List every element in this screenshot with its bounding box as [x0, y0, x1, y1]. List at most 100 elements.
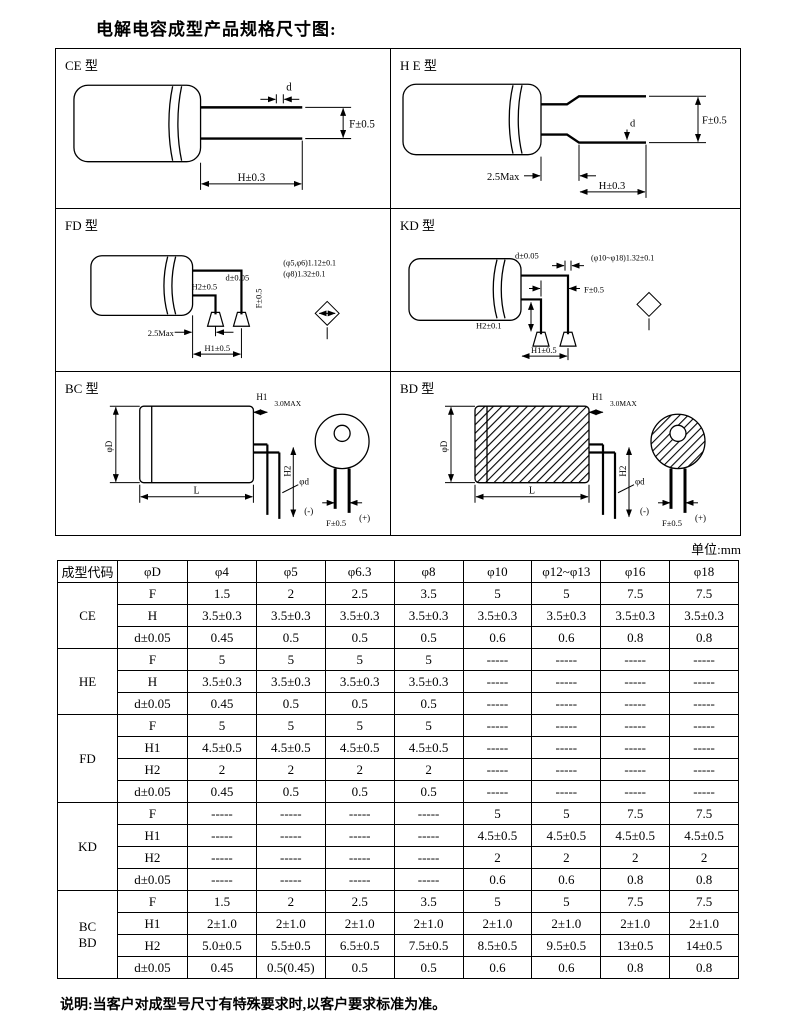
- leads-end-view: [333, 468, 351, 513]
- polarity-plus: (+): [359, 513, 370, 523]
- value-cell: -----: [600, 758, 671, 781]
- value-cell: -----: [393, 824, 464, 847]
- capacitor-body: [73, 84, 202, 163]
- value-cell: 0.6: [462, 956, 533, 979]
- column-header: φ18: [669, 560, 739, 583]
- value-cell: 3.5±0.3: [255, 604, 326, 627]
- value-cell: -----: [393, 868, 464, 891]
- value-cell: 2: [600, 846, 671, 869]
- param-cell: H1: [117, 912, 188, 935]
- param-cell: H2: [117, 934, 188, 957]
- param-cell: d±0.05: [117, 956, 188, 979]
- param-cell: H1: [117, 824, 188, 847]
- panel-bc-title: BC 型: [65, 381, 99, 396]
- value-cell: 0.8: [669, 868, 739, 891]
- value-cell: 13±0.5: [600, 934, 671, 957]
- param-cell: H1: [117, 736, 188, 759]
- dim-note-1: (φ10~φ18)1.32±0.1: [591, 254, 654, 263]
- value-cell: 3.5±0.3: [531, 604, 602, 627]
- dim-label-f: F±0.5: [326, 518, 346, 528]
- param-cell: d±0.05: [117, 780, 188, 803]
- value-cell: -----: [669, 670, 739, 693]
- value-cell: -----: [600, 648, 671, 671]
- dim-label-h1: H1±0.5: [205, 343, 231, 353]
- value-cell: -----: [462, 692, 533, 715]
- value-cell: -----: [255, 824, 326, 847]
- value-cell: 2: [255, 890, 326, 913]
- value-cell: 4.5±0.5: [255, 736, 326, 759]
- value-cell: 5.5±0.5: [255, 934, 326, 957]
- value-cell: -----: [324, 846, 395, 869]
- value-cell: 2: [324, 758, 395, 781]
- capacitor-body-side: [474, 405, 590, 484]
- dim-label-phi-d-small: φd: [299, 477, 309, 487]
- diagram-grid: CE 型: [55, 48, 741, 536]
- dim-label-h2: H2±0.1: [476, 320, 502, 330]
- panel-he-title: H E 型: [400, 58, 437, 73]
- value-cell: -----: [669, 648, 739, 671]
- page-title: 电解电容成型产品规格尺寸图:: [96, 20, 337, 39]
- value-cell: 1.5: [187, 582, 257, 605]
- value-cell: 5: [187, 648, 257, 671]
- kd-diagram: d±0.05 (φ10~φ18)1.32±0.1 F±0.5 H2±0.1 H1…: [408, 251, 662, 361]
- value-cell: -----: [462, 758, 533, 781]
- dim-label-max: 2.5Max: [148, 328, 175, 338]
- column-header: φ10: [462, 560, 533, 583]
- param-cell: H2: [117, 758, 188, 781]
- value-cell: -----: [531, 714, 602, 737]
- dimension-lines: [524, 95, 706, 198]
- value-cell: 2±1.0: [531, 912, 602, 935]
- dim-label-h: H±0.3: [238, 172, 266, 184]
- value-cell: 6.5±0.5: [324, 934, 395, 957]
- column-header: φ8: [393, 560, 464, 583]
- value-cell: 4.5±0.5: [187, 736, 257, 759]
- dim-label-h2: H2: [282, 466, 292, 477]
- dim-label-d: d±0.05: [515, 251, 539, 261]
- value-cell: 0.8: [669, 956, 739, 979]
- dim-label-f: F±0.5: [662, 518, 682, 528]
- code-cell: BC BD: [57, 890, 118, 979]
- value-cell: 1.5: [187, 890, 257, 913]
- param-cell: H2: [117, 846, 188, 869]
- value-cell: 0.6: [531, 956, 602, 979]
- bc-diagram: φD L H1 3.0MAX H2 φd F±0.5 (-) (+): [104, 392, 370, 528]
- dim-label-max: 3.0MAX: [610, 399, 637, 408]
- value-cell: 4.5±0.5: [600, 824, 671, 847]
- value-cell: 2.5: [324, 582, 395, 605]
- param-cell: d±0.05: [117, 868, 188, 891]
- value-cell: 3.5: [393, 582, 464, 605]
- value-cell: 3.5±0.3: [669, 604, 739, 627]
- value-cell: 0.8: [600, 626, 671, 649]
- dim-label-h1: H1: [256, 392, 267, 402]
- value-cell: 2: [462, 846, 533, 869]
- leads: [521, 274, 570, 335]
- capacitor-end-view: [314, 413, 370, 470]
- value-cell: 4.5±0.5: [531, 824, 602, 847]
- fd-diagram: H2±0.5 d±0.05 F±0.5 (φ5,φ6)1.12±0.1 (φ8)…: [90, 255, 340, 359]
- value-cell: -----: [600, 714, 671, 737]
- dimension-labels: φD L H1 3.0MAX H2 φd F±0.5 (-) (+): [104, 392, 370, 528]
- value-cell: -----: [669, 714, 739, 737]
- value-cell: -----: [531, 648, 602, 671]
- value-cell: 0.5: [393, 692, 464, 715]
- ce-diagram: d F±0.5 H±0.3: [73, 81, 375, 190]
- dim-label-max: 3.0MAX: [274, 399, 301, 408]
- value-cell: 0.5(0.45): [255, 956, 326, 979]
- value-cell: -----: [324, 824, 395, 847]
- code-cell: KD: [57, 802, 118, 891]
- param-cell: F: [117, 714, 188, 737]
- value-cell: -----: [531, 692, 602, 715]
- value-cell: 3.5±0.3: [393, 604, 464, 627]
- dimension-lines: [521, 260, 662, 361]
- value-cell: 2: [255, 582, 326, 605]
- column-header: φ12~φ13: [531, 560, 602, 583]
